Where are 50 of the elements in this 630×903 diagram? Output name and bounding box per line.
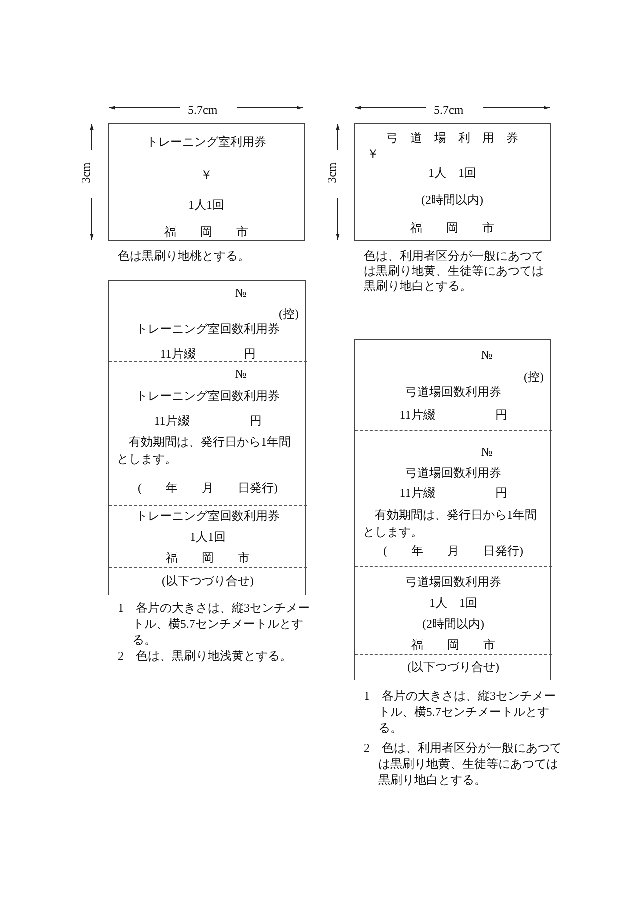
ticket-text: ￥	[200, 168, 212, 182]
note-text: 1 各片の大きさは、縦3センチメートル、横5.7センチメートルとする。	[118, 600, 311, 648]
dimension-label: 5.7cm	[188, 102, 218, 118]
ticket-text: 弓道場回数利用券	[406, 575, 502, 589]
ticket-text: 福 岡 市	[164, 225, 248, 239]
dimension-label: 5.7cm	[434, 102, 464, 118]
ticket-text: 1人 1回	[430, 596, 478, 610]
ticket-caption: 色は黒刷り地桃とする。	[118, 249, 251, 264]
ticket-text: 11片綴 円	[400, 408, 508, 422]
ticket-text: 弓道場回数利用券	[406, 385, 502, 399]
ticket-text: (2時間以内)	[422, 617, 484, 631]
ticket-text: №	[235, 367, 247, 381]
ticket-text: 1人 1回	[428, 166, 476, 180]
ticket-text: 11片綴 円	[160, 347, 256, 361]
note-text: 2 色は、黒刷り地浅黄とする。	[118, 648, 293, 664]
ticket-text: №	[481, 445, 493, 459]
ticket-text: トレーニング室利用券	[146, 135, 266, 149]
ticket-text: ( 年 月 日発行)	[384, 544, 524, 558]
ticket-text: 1人1回	[190, 530, 226, 544]
ticket-text: 福 岡 市	[410, 221, 494, 235]
ticket-booklet	[108, 280, 306, 595]
ticket-text: トレーニング室回数利用券	[136, 389, 280, 403]
ticket	[354, 123, 551, 241]
ticket-text: 弓 道 場 利 用 券	[386, 131, 518, 145]
note-text: 1 各片の大きさは、縦3センチメートル、横5.7センチメートルとする。	[364, 688, 557, 736]
ticket-text: ( 年 月 日発行)	[138, 481, 278, 495]
ticket-text: (以下つづり合せ)	[162, 574, 254, 588]
ticket-text: トレーニング室回数利用券	[136, 322, 280, 336]
dimension-label: 3cm	[78, 162, 94, 184]
ticket-text: 弓道場回数利用券	[406, 466, 502, 480]
ticket-text: 1人1回	[188, 198, 224, 212]
ticket-text: 福 岡 市	[412, 638, 496, 652]
note-text: 2 色は、利用者区分が一般にあつては黒刷り地黄、生徒等にあつては黒刷り地白とする。	[364, 740, 563, 788]
ticket	[108, 123, 305, 241]
ticket-text: (2時間以内)	[422, 193, 484, 207]
ticket-text: トレーニング室回数利用券	[136, 509, 280, 523]
ticket-text: (以下つづり合せ)	[408, 660, 500, 674]
ticket-text: 11片綴 円	[154, 414, 262, 428]
ticket-text: 有効期間は、発行日から1年間とします。	[117, 434, 292, 468]
ticket-text: 有効期間は、発行日から1年間とします。	[363, 507, 538, 541]
ticket-text: №	[481, 348, 493, 362]
ticket-text: ￥	[367, 147, 379, 161]
ticket-text: (控)	[524, 370, 544, 384]
ticket-caption: 色は、利用者区分が一般にあつては黒刷り地黄、生徒等にあつては黒刷り地白とする。	[364, 249, 545, 294]
ticket-text: 福 岡 市	[166, 551, 250, 565]
ticket-booklet	[354, 339, 551, 680]
ticket-text: (控)	[279, 307, 299, 321]
ticket-text: 11片綴 円	[400, 486, 508, 500]
dimension-label: 3cm	[324, 162, 340, 184]
ticket-text: №	[235, 286, 247, 300]
